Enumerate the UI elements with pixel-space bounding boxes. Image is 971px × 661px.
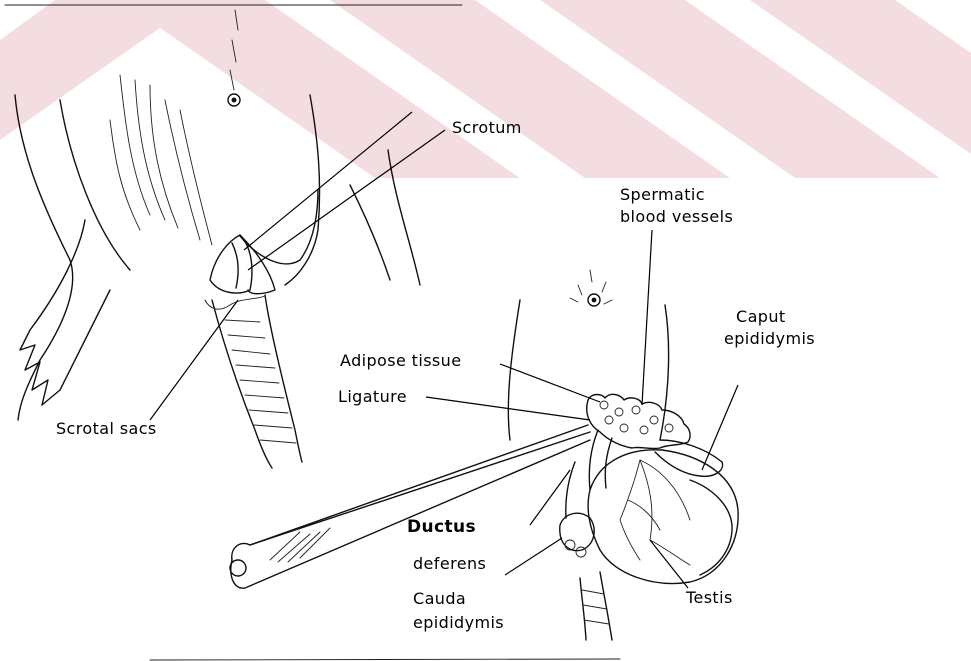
label-spermatic-line2: blood vessels [620, 207, 733, 226]
label-scrotum: Scrotum [452, 118, 522, 137]
label-ductus-line1: Ductus [407, 517, 476, 537]
label-testis: Testis [685, 588, 733, 607]
label-caput-line2: epididymis [724, 329, 815, 348]
label-scrotal-sacs: Scrotal sacs [56, 419, 157, 438]
label-cauda-line1: Cauda [413, 589, 466, 608]
label-spermatic-line1: Spermatic [620, 185, 705, 204]
exposed-testis-view [508, 270, 738, 640]
bottom-rule [150, 659, 620, 660]
label-cauda-line2: epididymis [413, 613, 504, 632]
watermark-stripes [0, 0, 971, 178]
label-ligature: Ligature [338, 387, 407, 406]
forceps [230, 425, 590, 588]
label-ductus-line2: deferens [413, 554, 486, 573]
label-caput-line1: Caput [736, 307, 786, 326]
label-adipose-tissue: Adipose tissue [340, 351, 461, 370]
